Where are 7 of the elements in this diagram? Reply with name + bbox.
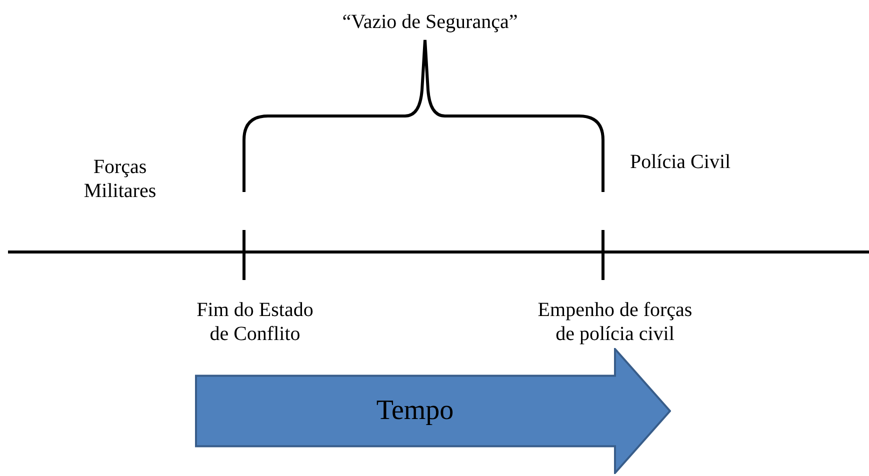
timeline-label: Polícia Civil: [630, 150, 732, 174]
timeline-label: Forças Militares: [82, 155, 158, 203]
block-arrow: [195, 348, 671, 474]
brace-label: “Vazio de Segurança”: [341, 10, 519, 34]
arrow-label: Tempo: [375, 394, 455, 428]
timeline-label: Empenho de forças de polícia civil: [536, 298, 694, 346]
timeline-label: Fim do Estado de Conflito: [196, 298, 314, 346]
